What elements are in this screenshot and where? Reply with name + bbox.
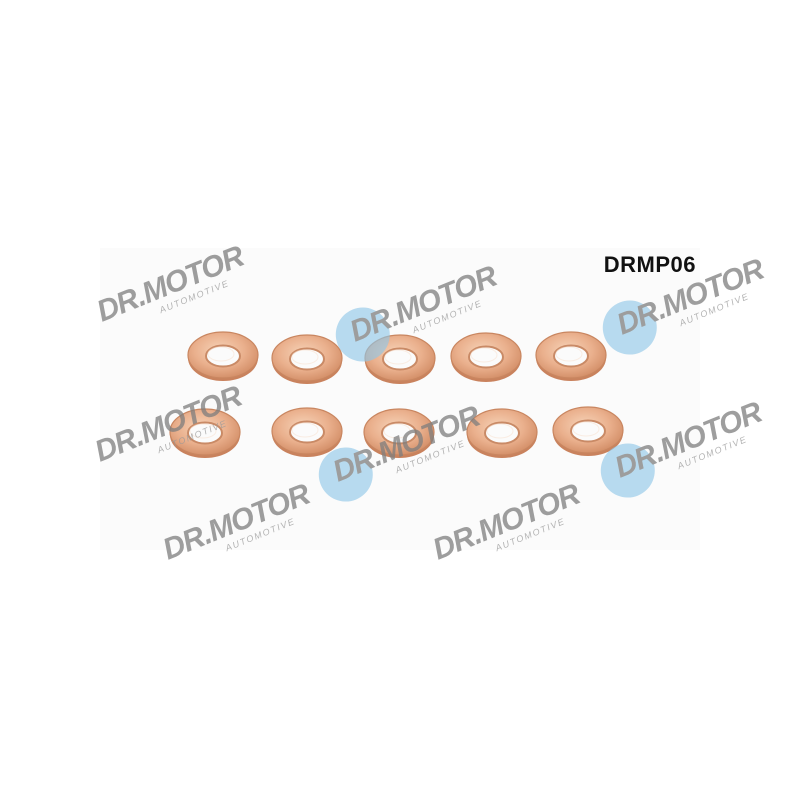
- watermark-logo: [600, 395, 771, 498]
- watermark-logo: [92, 239, 253, 337]
- washer-4: [450, 332, 522, 383]
- washer-2: [271, 334, 343, 385]
- washer-7: [271, 407, 343, 458]
- watermark-logo: [335, 259, 506, 362]
- washer-1: [187, 331, 259, 382]
- watermark-layer: [90, 239, 773, 575]
- watermark-logo: [318, 399, 489, 502]
- washer-5: [535, 331, 607, 382]
- watermark-logo: [428, 477, 589, 575]
- watermark-logo: [602, 252, 773, 355]
- product-code: DRMP06: [603, 252, 696, 277]
- watermark-logo: [158, 477, 319, 575]
